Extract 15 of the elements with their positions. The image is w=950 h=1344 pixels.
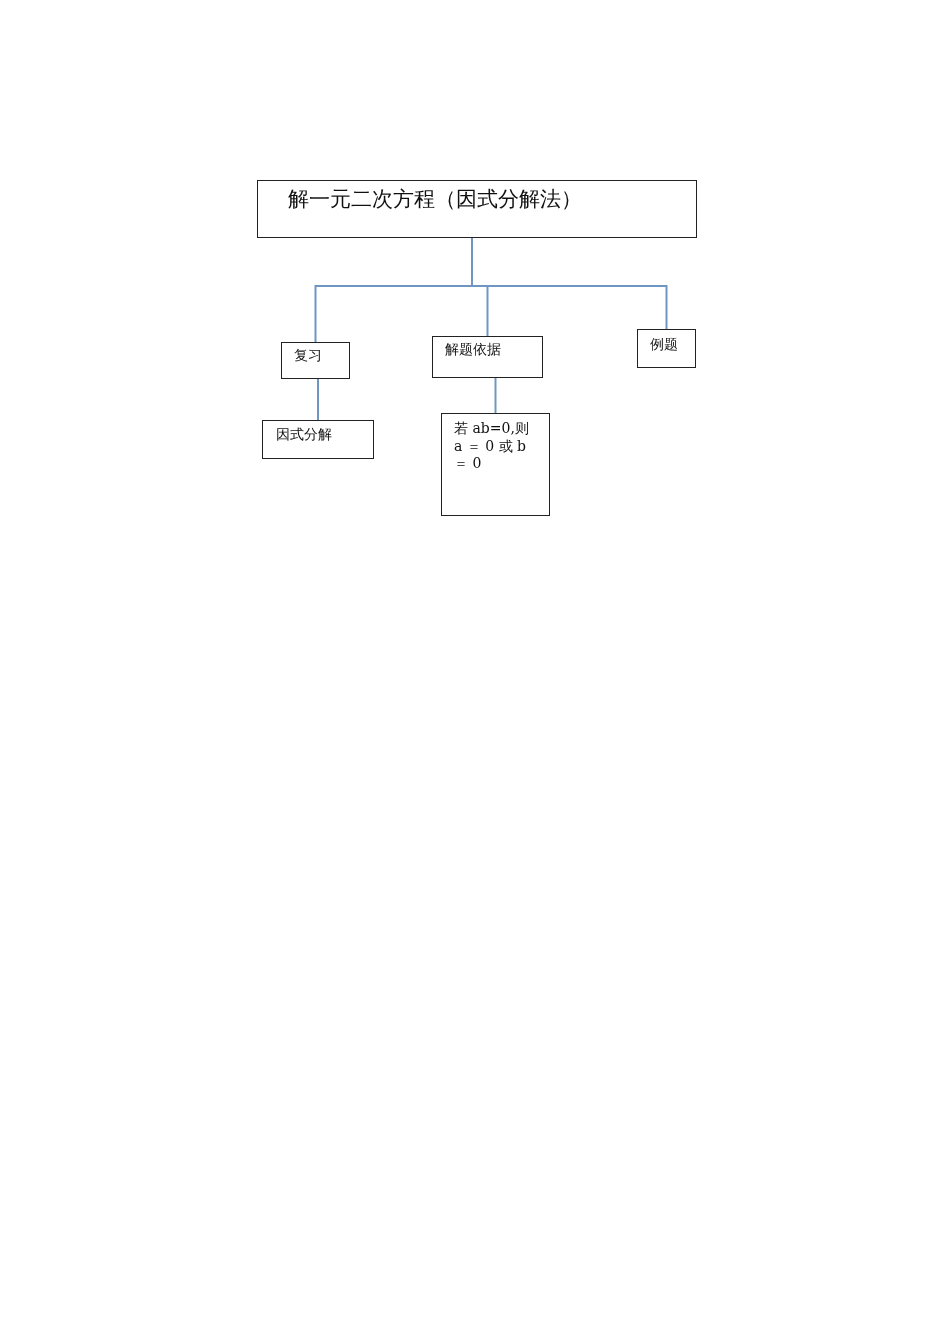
text-box — [257, 180, 697, 238]
node-label: 解题依据 — [445, 341, 502, 359]
node-label: 例题 — [650, 336, 679, 354]
connector-line — [471, 237, 668, 330]
text-box — [441, 413, 550, 516]
connector-line — [494, 377, 497, 414]
node-label: 复习 — [294, 347, 323, 365]
connector-line — [317, 378, 319, 421]
text-box — [432, 336, 543, 378]
text-box — [637, 329, 696, 368]
node-label: 因式分解 — [276, 426, 333, 444]
text-box — [262, 420, 374, 459]
text-box — [281, 342, 350, 379]
node-label: 解一元二次方程（因式分解法） — [288, 186, 583, 213]
node-label: 若 ab=0,则 a ＝ 0 或 b ＝ 0 — [454, 420, 530, 473]
